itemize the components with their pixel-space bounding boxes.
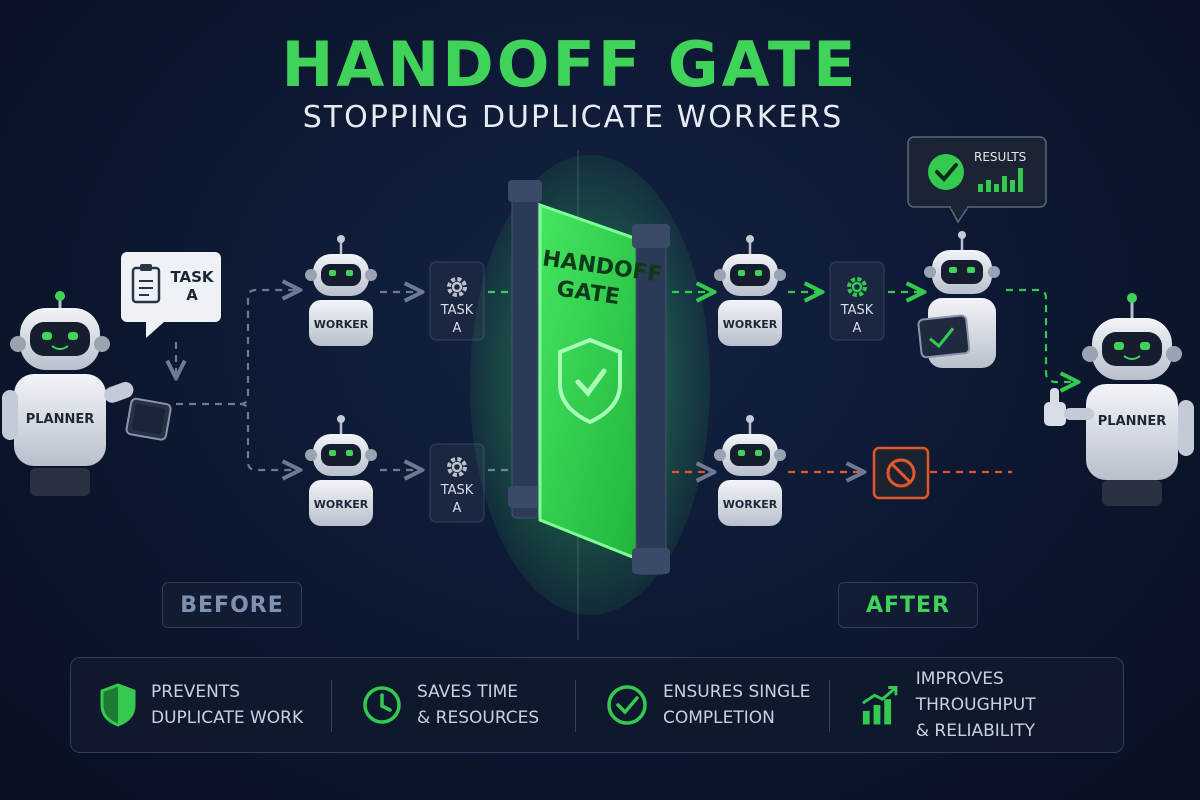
worker-label-after-bottom: WORKER (722, 498, 778, 511)
planner-label-left: PLANNER (25, 412, 95, 427)
worker-robot-before-bottom (305, 415, 377, 526)
feature-line1: ENSURES SINGLE (663, 682, 811, 702)
feature-improves-throughput: IMPROVES THROUGHPUT & RELIABILITY (859, 658, 1123, 752)
worker-robot-after-top (714, 235, 786, 346)
worker-robot-before-top (305, 235, 377, 346)
worker-label-before-bottom: WORKER (313, 498, 369, 511)
blocked-icon (872, 446, 930, 500)
task-card-before-top (429, 261, 485, 341)
feature-saves-time: SAVES TIME & RESOURCES (361, 658, 539, 752)
task-label-line1: TASK (440, 303, 474, 318)
after-phase-label: AFTER (838, 582, 978, 628)
tablet-icon (125, 397, 172, 441)
feature-line2: COMPLETION (663, 708, 775, 728)
task-label-before-bottom: TASK A (430, 482, 484, 518)
feature-line1: SAVES TIME (417, 682, 519, 702)
clipboard-icon (131, 264, 161, 304)
shield-check-icon (558, 337, 622, 425)
handoff-gate (470, 155, 710, 615)
feature-single-completion: ENSURES SINGLE COMPLETION (605, 658, 810, 752)
task-bubble-line1: TASK (170, 268, 214, 286)
feature-line1: IMPROVES THROUGHPUT (915, 669, 1036, 715)
planner-label-right: PLANNER (1097, 414, 1167, 429)
before-phase-label: BEFORE (162, 582, 302, 628)
page-title: HANDOFF GATE (281, 28, 859, 101)
task-bubble-line2: A (186, 286, 198, 304)
bar-chart-icon (978, 168, 1023, 192)
thumbs-up-icon (1044, 388, 1094, 426)
worker-robot-after-bottom (714, 415, 786, 526)
task-label-after: TASK A (830, 302, 884, 338)
feature-line2: & RESOURCES (417, 708, 540, 728)
feature-line2: & RELIABILITY (915, 721, 1036, 741)
gear-icon (447, 457, 467, 477)
panel-divider (575, 680, 576, 732)
task-label-line1: TASK (440, 483, 474, 498)
task-label-line2: A (452, 321, 462, 336)
results-bubble (907, 136, 1047, 224)
task-label-line1: TASK (840, 303, 874, 318)
shield-check-icon (100, 683, 136, 727)
feature-line2: DUPLICATE WORK (151, 708, 304, 728)
results-tablet-icon (917, 314, 971, 359)
worker-label-before-top: WORKER (313, 318, 369, 331)
panel-divider (331, 680, 332, 732)
planner-robot-left (2, 291, 134, 496)
worker-label-after-top: WORKER (722, 318, 778, 331)
clock-icon (363, 686, 401, 724)
task-label-line2: A (452, 501, 462, 516)
feature-prevents-duplicate: PREVENTS DUPLICATE WORK (99, 658, 303, 752)
panel-divider (829, 680, 830, 732)
gear-icon (447, 277, 467, 297)
gear-icon (847, 277, 867, 297)
task-label-before-top: TASK A (430, 302, 484, 338)
task-bubble (121, 252, 221, 338)
task-card-after (829, 261, 885, 341)
feature-line1: PREVENTS (151, 682, 241, 702)
task-label-line2: A (852, 321, 862, 336)
check-circle-icon (928, 154, 964, 190)
planner-robot-right (1082, 293, 1194, 506)
growth-chart-icon (862, 686, 898, 725)
benefits-panel: PREVENTS DUPLICATE WORK SAVES TIME & RES… (70, 657, 1124, 753)
task-bubble-label: TASK A (168, 268, 216, 304)
page-subtitle: STOPPING DUPLICATE WORKERS (302, 100, 844, 135)
check-circle-icon (607, 685, 647, 725)
results-label: RESULTS (974, 150, 1027, 164)
